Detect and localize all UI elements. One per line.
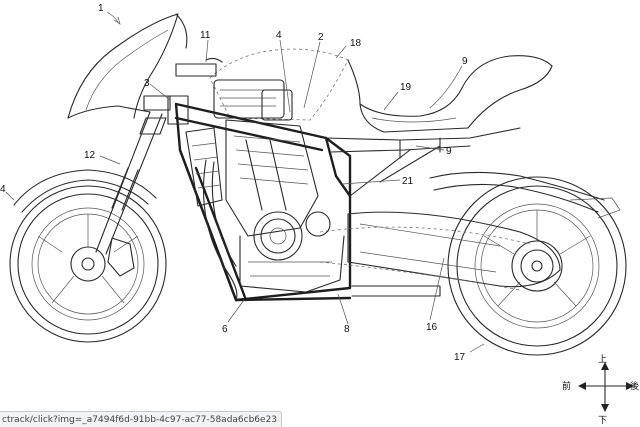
tank-and-seat — [209, 48, 553, 133]
label-4: 4 — [276, 30, 282, 41]
direction-indicator: 上 下 前 後 — [562, 354, 639, 426]
direction-up-label: 上 — [598, 354, 607, 365]
direction-front-label: 前 — [562, 380, 571, 392]
label-1: 1 — [98, 3, 104, 14]
label-21: 21 — [402, 176, 414, 187]
front-bodywork — [13, 13, 188, 213]
label-18: 18 — [350, 38, 362, 49]
front-wheel — [9, 185, 167, 343]
label-11: 11 — [200, 30, 211, 41]
rear-wheel — [447, 176, 627, 356]
direction-rear-label: 後 — [630, 380, 639, 392]
swingarm — [319, 211, 561, 291]
reference-numerals: 1 11 3 4 2 18 9 19 9 12 21 4 6 8 16 17 — [0, 3, 468, 363]
engine — [175, 57, 441, 301]
label-9-upper: 9 — [462, 56, 468, 67]
status-bar-url: ctrack/click?img=_a7494f6d-91bb-4c97-ac7… — [0, 411, 282, 427]
label-12: 12 — [84, 150, 96, 161]
label-6: 6 — [222, 324, 228, 335]
label-8: 8 — [344, 324, 350, 335]
direction-down-label: 下 — [598, 416, 607, 426]
label-17: 17 — [454, 352, 466, 363]
label-2: 2 — [318, 32, 324, 43]
label-16: 16 — [426, 322, 438, 333]
leader-lines — [5, 11, 485, 353]
label-3: 3 — [144, 78, 150, 89]
label-19: 19 — [400, 82, 412, 93]
front-fork — [95, 95, 171, 255]
label-4-left: 4 — [0, 184, 6, 195]
label-9-lower: 9 — [446, 146, 452, 157]
